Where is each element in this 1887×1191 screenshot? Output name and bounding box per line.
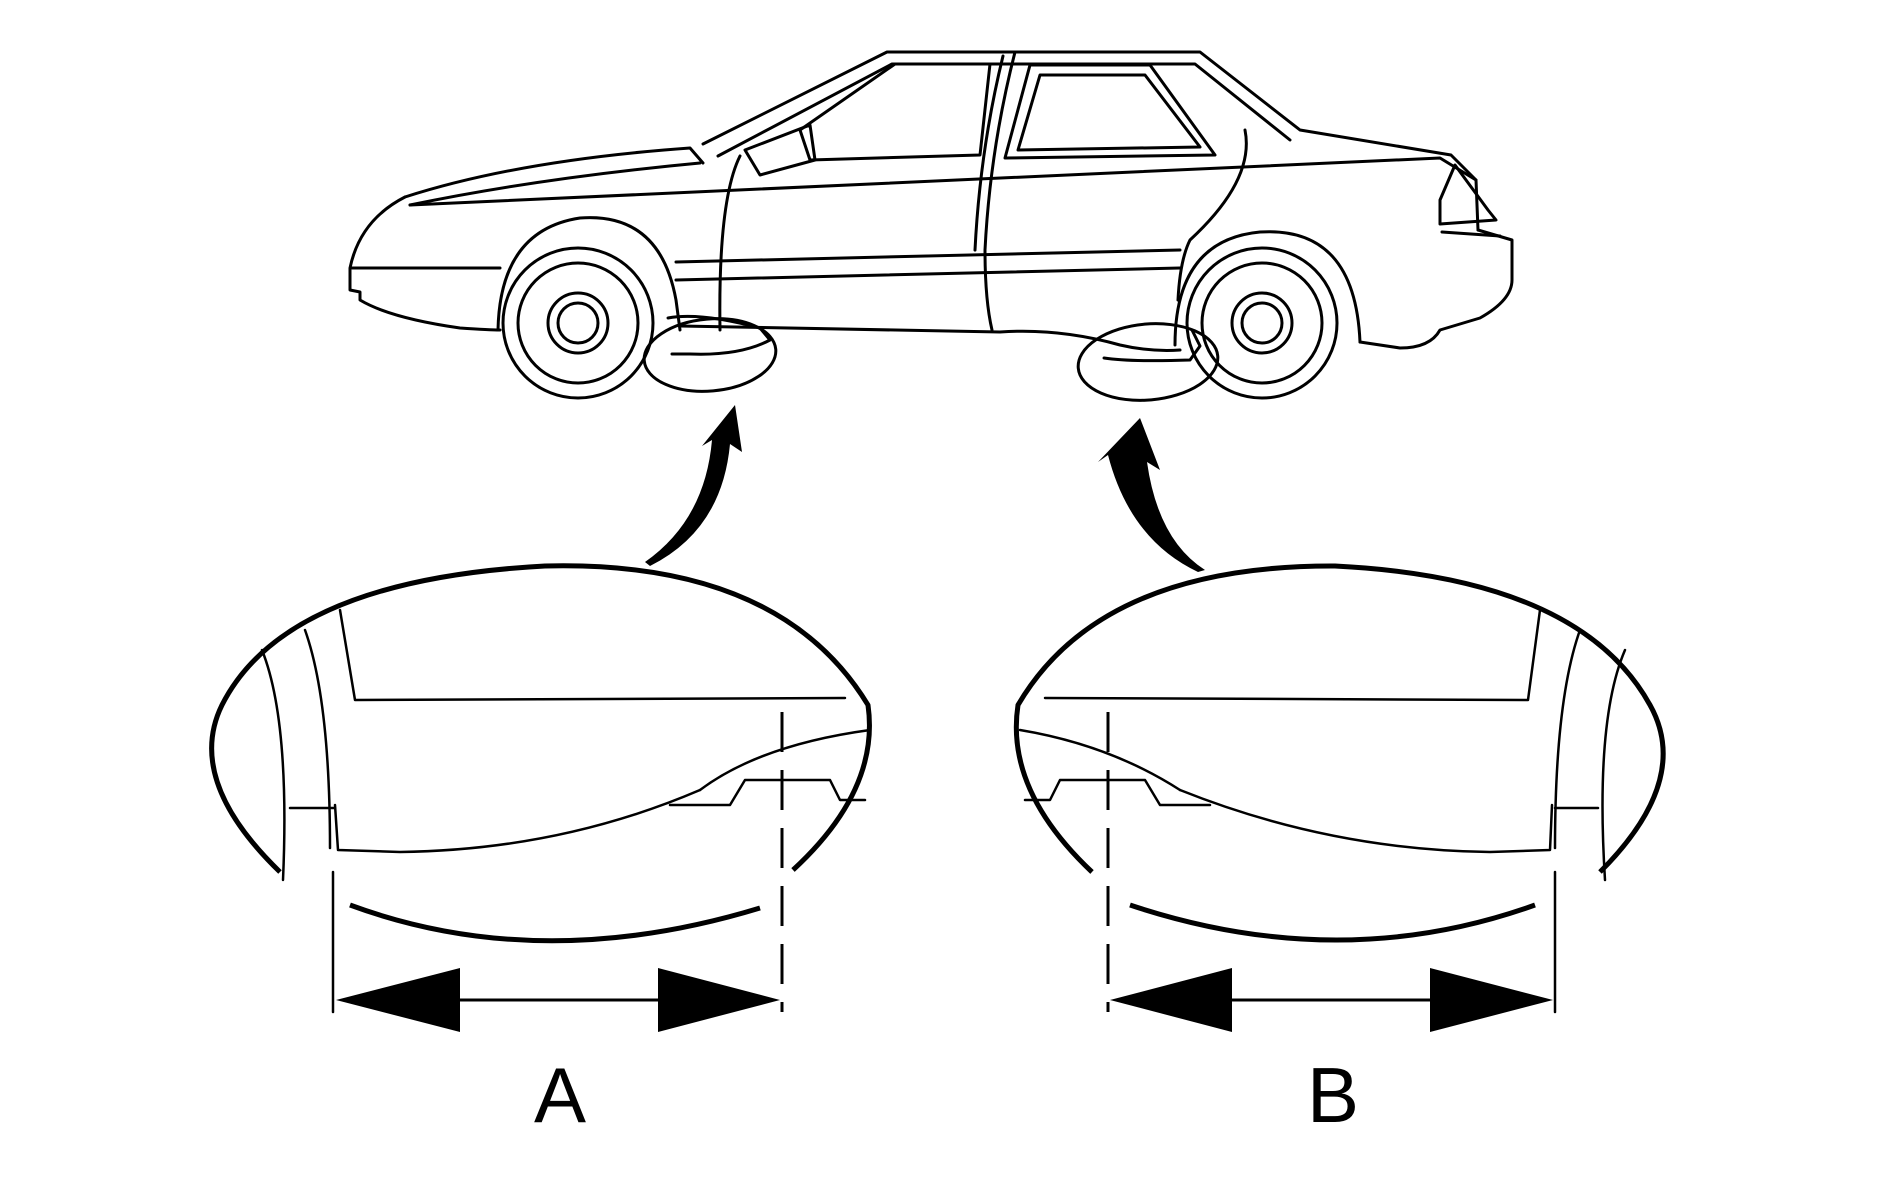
side-mirror — [743, 123, 817, 177]
detail-b-ellipse-top — [1013, 563, 1666, 874]
detail-a-panel-curve — [698, 728, 872, 792]
detail-b-arch-line-1 — [1601, 648, 1627, 882]
right-curved-arrow — [1098, 418, 1205, 572]
front-rocker-highlight-oval — [642, 317, 778, 393]
door-divider-line-2 — [973, 54, 1005, 252]
rear-rocker-detail — [1102, 328, 1202, 363]
front-hub-inner — [556, 301, 600, 345]
front-wheel-arch — [496, 216, 682, 332]
car-belt-line — [408, 156, 1478, 207]
car-roof-outline — [701, 50, 1480, 232]
front-hub-outer — [546, 291, 610, 355]
rear-window — [1003, 63, 1217, 160]
dim-b-right-arrowhead — [1430, 968, 1553, 1032]
car-rocker-line — [678, 324, 1182, 352]
rear-tire-inner — [1200, 261, 1324, 385]
detail-b-rocker-top — [1043, 608, 1542, 702]
detail-b-panel-curve — [1018, 728, 1182, 792]
car-side-view — [348, 50, 1514, 402]
dim-a-right-arrowhead — [658, 968, 780, 1032]
detail-b-rocker-bottom — [1178, 788, 1554, 854]
dim-a-left-arrowhead — [336, 968, 460, 1032]
front-window — [798, 62, 992, 162]
car-hood-line — [403, 146, 705, 199]
detail-a-magnified-view: A — [209, 563, 872, 1139]
rear-window-inner — [1016, 73, 1202, 152]
label-b: B — [1307, 1051, 1359, 1139]
rear-hub-inner — [1240, 301, 1284, 345]
detail-b-magnified-view: B — [1013, 563, 1666, 1139]
car-side-molding-top — [674, 248, 1182, 264]
front-tire-inner — [516, 261, 640, 385]
dim-b-left-arrowhead — [1110, 968, 1232, 1032]
rear-wheel-arch — [1173, 230, 1362, 347]
front-door-outline — [718, 154, 742, 332]
detail-a-arch-line-1 — [260, 648, 286, 882]
callout-arrows — [645, 405, 1205, 572]
rear-tire-outer — [1185, 246, 1339, 400]
front-tire-outer — [501, 246, 655, 400]
front-rocker-detail — [666, 314, 772, 356]
car-hood-lower-line — [408, 161, 702, 207]
detail-a-arch-line-2 — [303, 628, 332, 850]
detail-b-ellipse-bottom — [1129, 902, 1536, 943]
car-taillight — [1438, 163, 1498, 226]
car-side-molding-bottom — [674, 266, 1182, 282]
detail-a-rocker-bottom — [333, 788, 702, 854]
door-divider-line — [983, 50, 1017, 332]
detail-a-rocker-top — [338, 608, 847, 702]
detail-a-ellipse-bottom — [349, 902, 761, 944]
detail-a-ellipse-top — [209, 563, 872, 874]
car-rear-body — [1358, 228, 1514, 350]
detail-a-body-line — [668, 778, 867, 807]
rear-rocker-highlight-oval — [1076, 322, 1220, 402]
detail-b-arch-line-2 — [1553, 628, 1582, 850]
detail-b-body-line — [1023, 778, 1212, 807]
rear-hub-outer — [1230, 291, 1294, 355]
rear-door-edge — [1176, 128, 1248, 302]
left-curved-arrow — [645, 405, 742, 566]
car-rear-bumper-line — [1440, 230, 1502, 238]
car-front-nose — [348, 195, 502, 332]
label-a: A — [534, 1051, 586, 1139]
